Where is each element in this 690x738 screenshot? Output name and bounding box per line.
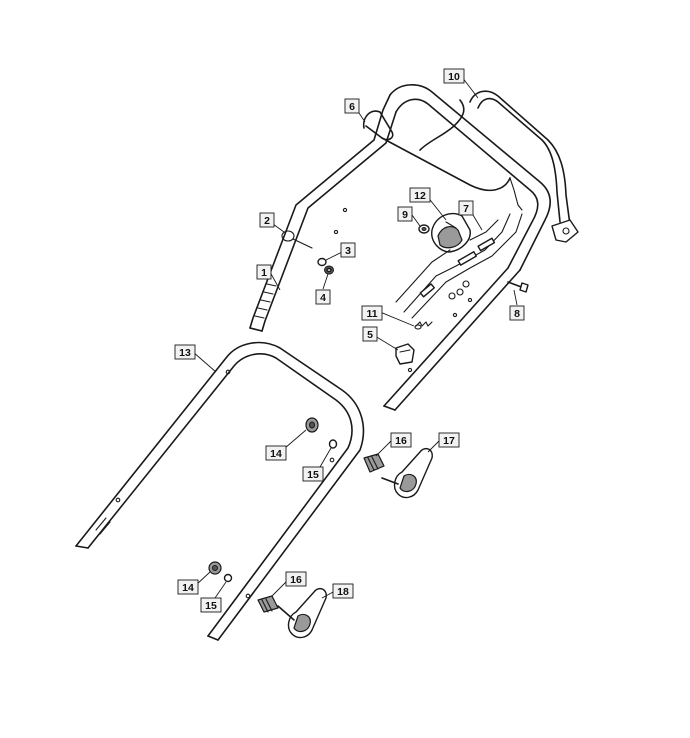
callout-text: 1 — [261, 267, 267, 279]
callout-5: 5 — [362, 326, 378, 342]
knob-14-upper — [305, 417, 319, 433]
callout-15-upper: 15 — [302, 466, 324, 482]
callout-4: 4 — [315, 289, 331, 305]
callout-13: 13 — [174, 344, 196, 360]
callout-text: 18 — [337, 586, 349, 598]
control-box-12 — [431, 212, 471, 253]
callout-12: 12 — [409, 187, 431, 203]
callout-text: 3 — [345, 245, 351, 257]
callout-text: 16 — [395, 435, 407, 447]
bolt-8 — [507, 281, 529, 293]
knob-9 — [418, 224, 430, 234]
nut-4 — [324, 265, 334, 275]
callout-text: 2 — [264, 215, 270, 227]
upper-handle — [249, 84, 551, 411]
lower-handle-13 — [75, 341, 365, 641]
callout-text: 7 — [463, 203, 469, 215]
spacer-16-upper — [363, 453, 385, 473]
cables-7 — [395, 213, 523, 319]
callout-text: 17 — [443, 435, 455, 447]
washer-15-upper — [328, 439, 338, 449]
callout-text: 14 — [182, 582, 194, 594]
lever-17 — [381, 447, 433, 499]
callout-text: 5 — [367, 329, 373, 341]
washer-15-lower — [223, 573, 233, 583]
callout-14-lower: 14 — [177, 579, 199, 595]
callout-1: 1 — [256, 264, 272, 280]
callout-6: 6 — [344, 98, 360, 114]
callout-text: 12 — [414, 190, 426, 202]
callout-16-lower: 16 — [285, 571, 307, 587]
callout-text: 4 — [320, 292, 326, 304]
callout-text: 15 — [205, 600, 217, 612]
callout-14-upper: 14 — [265, 445, 287, 461]
callout-text: 8 — [514, 308, 520, 320]
callout-15-lower: 15 — [200, 597, 222, 613]
callout-17: 17 — [438, 432, 460, 448]
washer-3 — [317, 257, 327, 267]
callout-text: 14 — [270, 448, 282, 460]
callout-11: 11 — [361, 305, 383, 321]
lever-18 — [277, 587, 327, 639]
callout-text: 13 — [179, 347, 191, 359]
callout-text: 15 — [307, 469, 319, 481]
callout-text: 16 — [290, 574, 302, 586]
callout-9: 9 — [397, 206, 413, 222]
drive-bail-10 — [469, 90, 579, 243]
callout-text: 10 — [448, 71, 460, 83]
callout-16-upper: 16 — [390, 432, 412, 448]
eye-bolt-2 — [281, 230, 313, 249]
spacer-16-lower — [257, 595, 279, 613]
callout-text: 11 — [366, 308, 377, 320]
callout-2: 2 — [259, 212, 275, 228]
clip-5 — [395, 343, 415, 365]
callout-18: 18 — [332, 583, 354, 599]
callout-text: 9 — [402, 209, 408, 221]
knob-14-lower — [208, 561, 222, 575]
callout-7: 7 — [458, 200, 474, 216]
spring-11 — [414, 321, 433, 330]
callout-10: 10 — [443, 68, 465, 84]
callout-text: 6 — [349, 101, 355, 113]
bail-wire-6 — [362, 99, 523, 211]
callout-8: 8 — [509, 305, 525, 321]
callout-3: 3 — [340, 242, 356, 258]
